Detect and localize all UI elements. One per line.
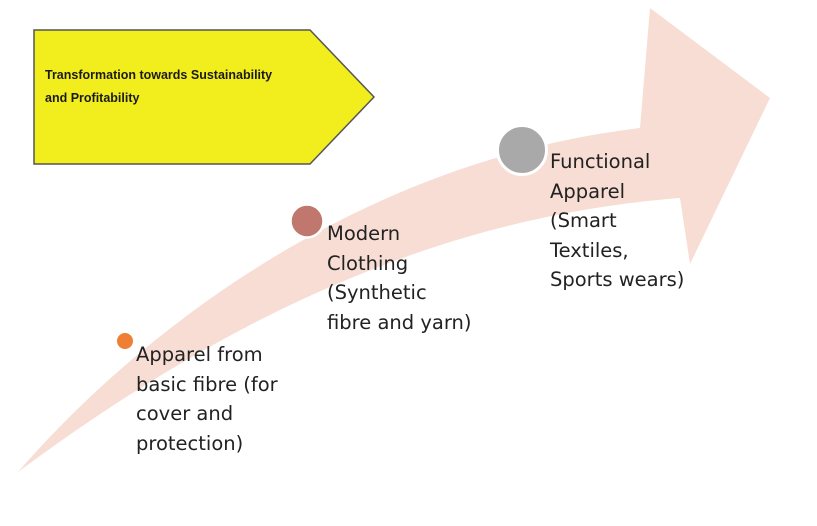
stage-1-label: Apparel from basic fibre (for cover and … bbox=[136, 340, 278, 458]
stage-2-label-line: Modern bbox=[327, 222, 401, 245]
stage-3-label-line: Apparel bbox=[550, 179, 626, 203]
stage-2-label-line: (Synthetic bbox=[327, 281, 427, 304]
stage-1-label-line: basic fibre (for bbox=[136, 372, 278, 396]
stage-3-label: Functional Apparel (Smart Textiles, Spor… bbox=[550, 147, 684, 295]
banner-title-line-1: Transformation towards Sustainability bbox=[45, 68, 273, 82]
stage-1-label-line: protection) bbox=[136, 431, 244, 455]
stage-1-marker bbox=[115, 331, 135, 351]
stage-3-label-line: (Smart bbox=[550, 209, 617, 232]
stage-3-label-line: Functional bbox=[550, 150, 651, 173]
stage-2-label: Modern Clothing (Synthetic fibre and yar… bbox=[327, 219, 471, 337]
stage-1-label-line: cover and bbox=[136, 402, 234, 425]
growth-arrow bbox=[18, 8, 770, 472]
stage-2-marker bbox=[289, 203, 325, 239]
stage-3-label-line: Textiles, bbox=[550, 238, 629, 262]
banner-shape bbox=[33, 29, 376, 165]
banner-title: Transformation towards Sustainability an… bbox=[45, 64, 345, 110]
banner-title-line-2: and Profitability bbox=[45, 91, 140, 105]
stage-3-marker bbox=[496, 124, 548, 176]
stage-2-label-line: Clothing bbox=[327, 251, 409, 275]
stage-3-label-line: Sports wears) bbox=[550, 268, 685, 291]
stage-1-label-line: Apparel from bbox=[136, 343, 263, 366]
stage-2-label-line: fibre and yarn) bbox=[327, 310, 472, 334]
